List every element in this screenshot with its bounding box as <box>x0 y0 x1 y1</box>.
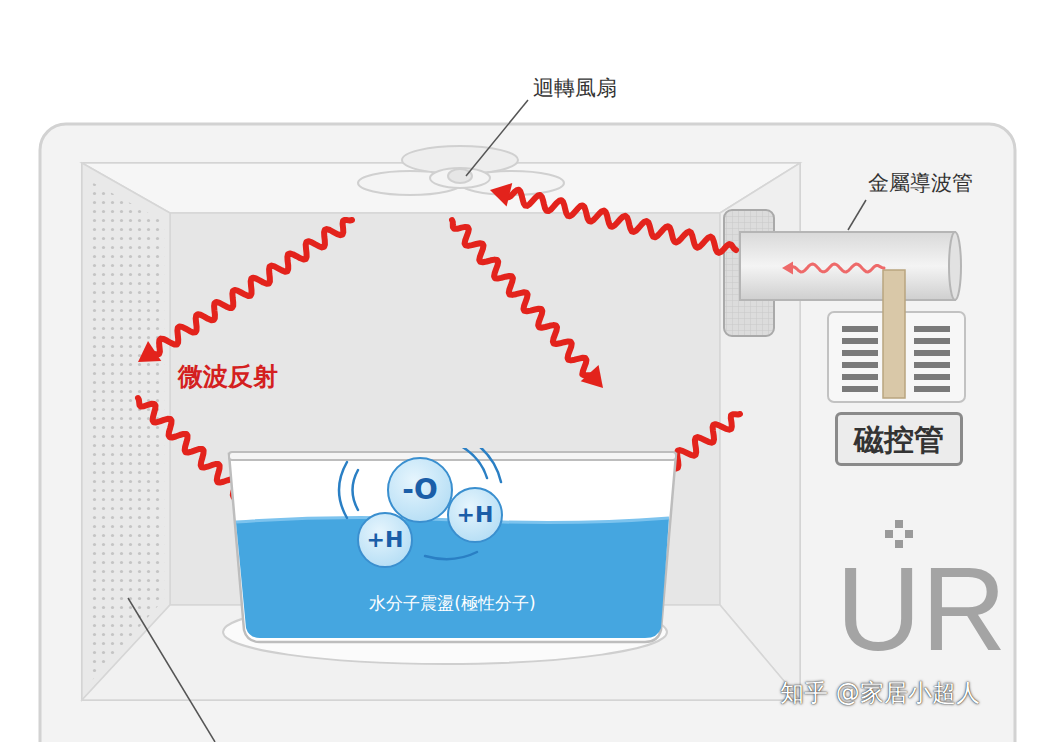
atom-symbol: +H <box>367 528 404 552</box>
bowl-shape <box>225 448 680 648</box>
bowl-rim <box>229 452 676 460</box>
magnetron-label-box: 磁控管 <box>835 412 963 466</box>
logo-dots <box>885 520 913 548</box>
magnetron-antenna <box>883 270 905 398</box>
vent-holes <box>88 180 165 685</box>
part-name: 迴轉風扇 <box>533 77 617 100</box>
leader-line <box>848 200 866 230</box>
metal-waveguide <box>740 232 955 300</box>
atom-symbol: -O <box>402 475 437 506</box>
microwave-ray <box>452 220 593 376</box>
watermark: 知乎 @家居小超人 <box>780 680 980 706</box>
water-bowl: -O +H +H 水分子震盪(極性分子) <box>225 448 680 648</box>
vibration-arc <box>339 462 347 518</box>
rotating-fan <box>358 168 564 195</box>
caption-holder: 水分子震盪(極性分子) <box>225 594 680 613</box>
ray-arrowhead <box>138 341 161 362</box>
oxygen-atom: -O <box>387 457 453 523</box>
vibration-arc <box>353 470 359 510</box>
logo-text: UR <box>836 545 1006 675</box>
oven-body <box>40 124 1015 742</box>
atom-symbol: +H <box>457 503 494 527</box>
hydrogen-atom: +H <box>357 512 413 568</box>
ray-arrowhead <box>490 183 512 206</box>
cavity-ceiling <box>82 163 800 213</box>
waveguide-end <box>949 232 961 300</box>
box-label: 磁控管 <box>854 423 944 456</box>
leader-line <box>466 100 528 176</box>
annotation: 微波反射 <box>178 363 278 391</box>
bowl-outline <box>229 454 676 642</box>
ray-arrowhead <box>782 261 793 274</box>
bowl-caption: 水分子震盪(極性分子) <box>225 594 680 613</box>
hydrogen-atom: +H <box>447 487 503 543</box>
vibration-arc <box>471 448 501 482</box>
microwave-ray <box>505 190 736 253</box>
leader-line <box>128 598 215 742</box>
microwave-ray <box>152 220 352 355</box>
vibration-arc <box>461 448 487 478</box>
ray-arrowhead <box>581 365 603 388</box>
cavity-opening <box>82 163 800 700</box>
water <box>236 517 669 638</box>
microwave-ray <box>791 264 884 272</box>
part-name: 金屬導波管 <box>868 172 973 195</box>
vibration-arc <box>425 552 477 559</box>
